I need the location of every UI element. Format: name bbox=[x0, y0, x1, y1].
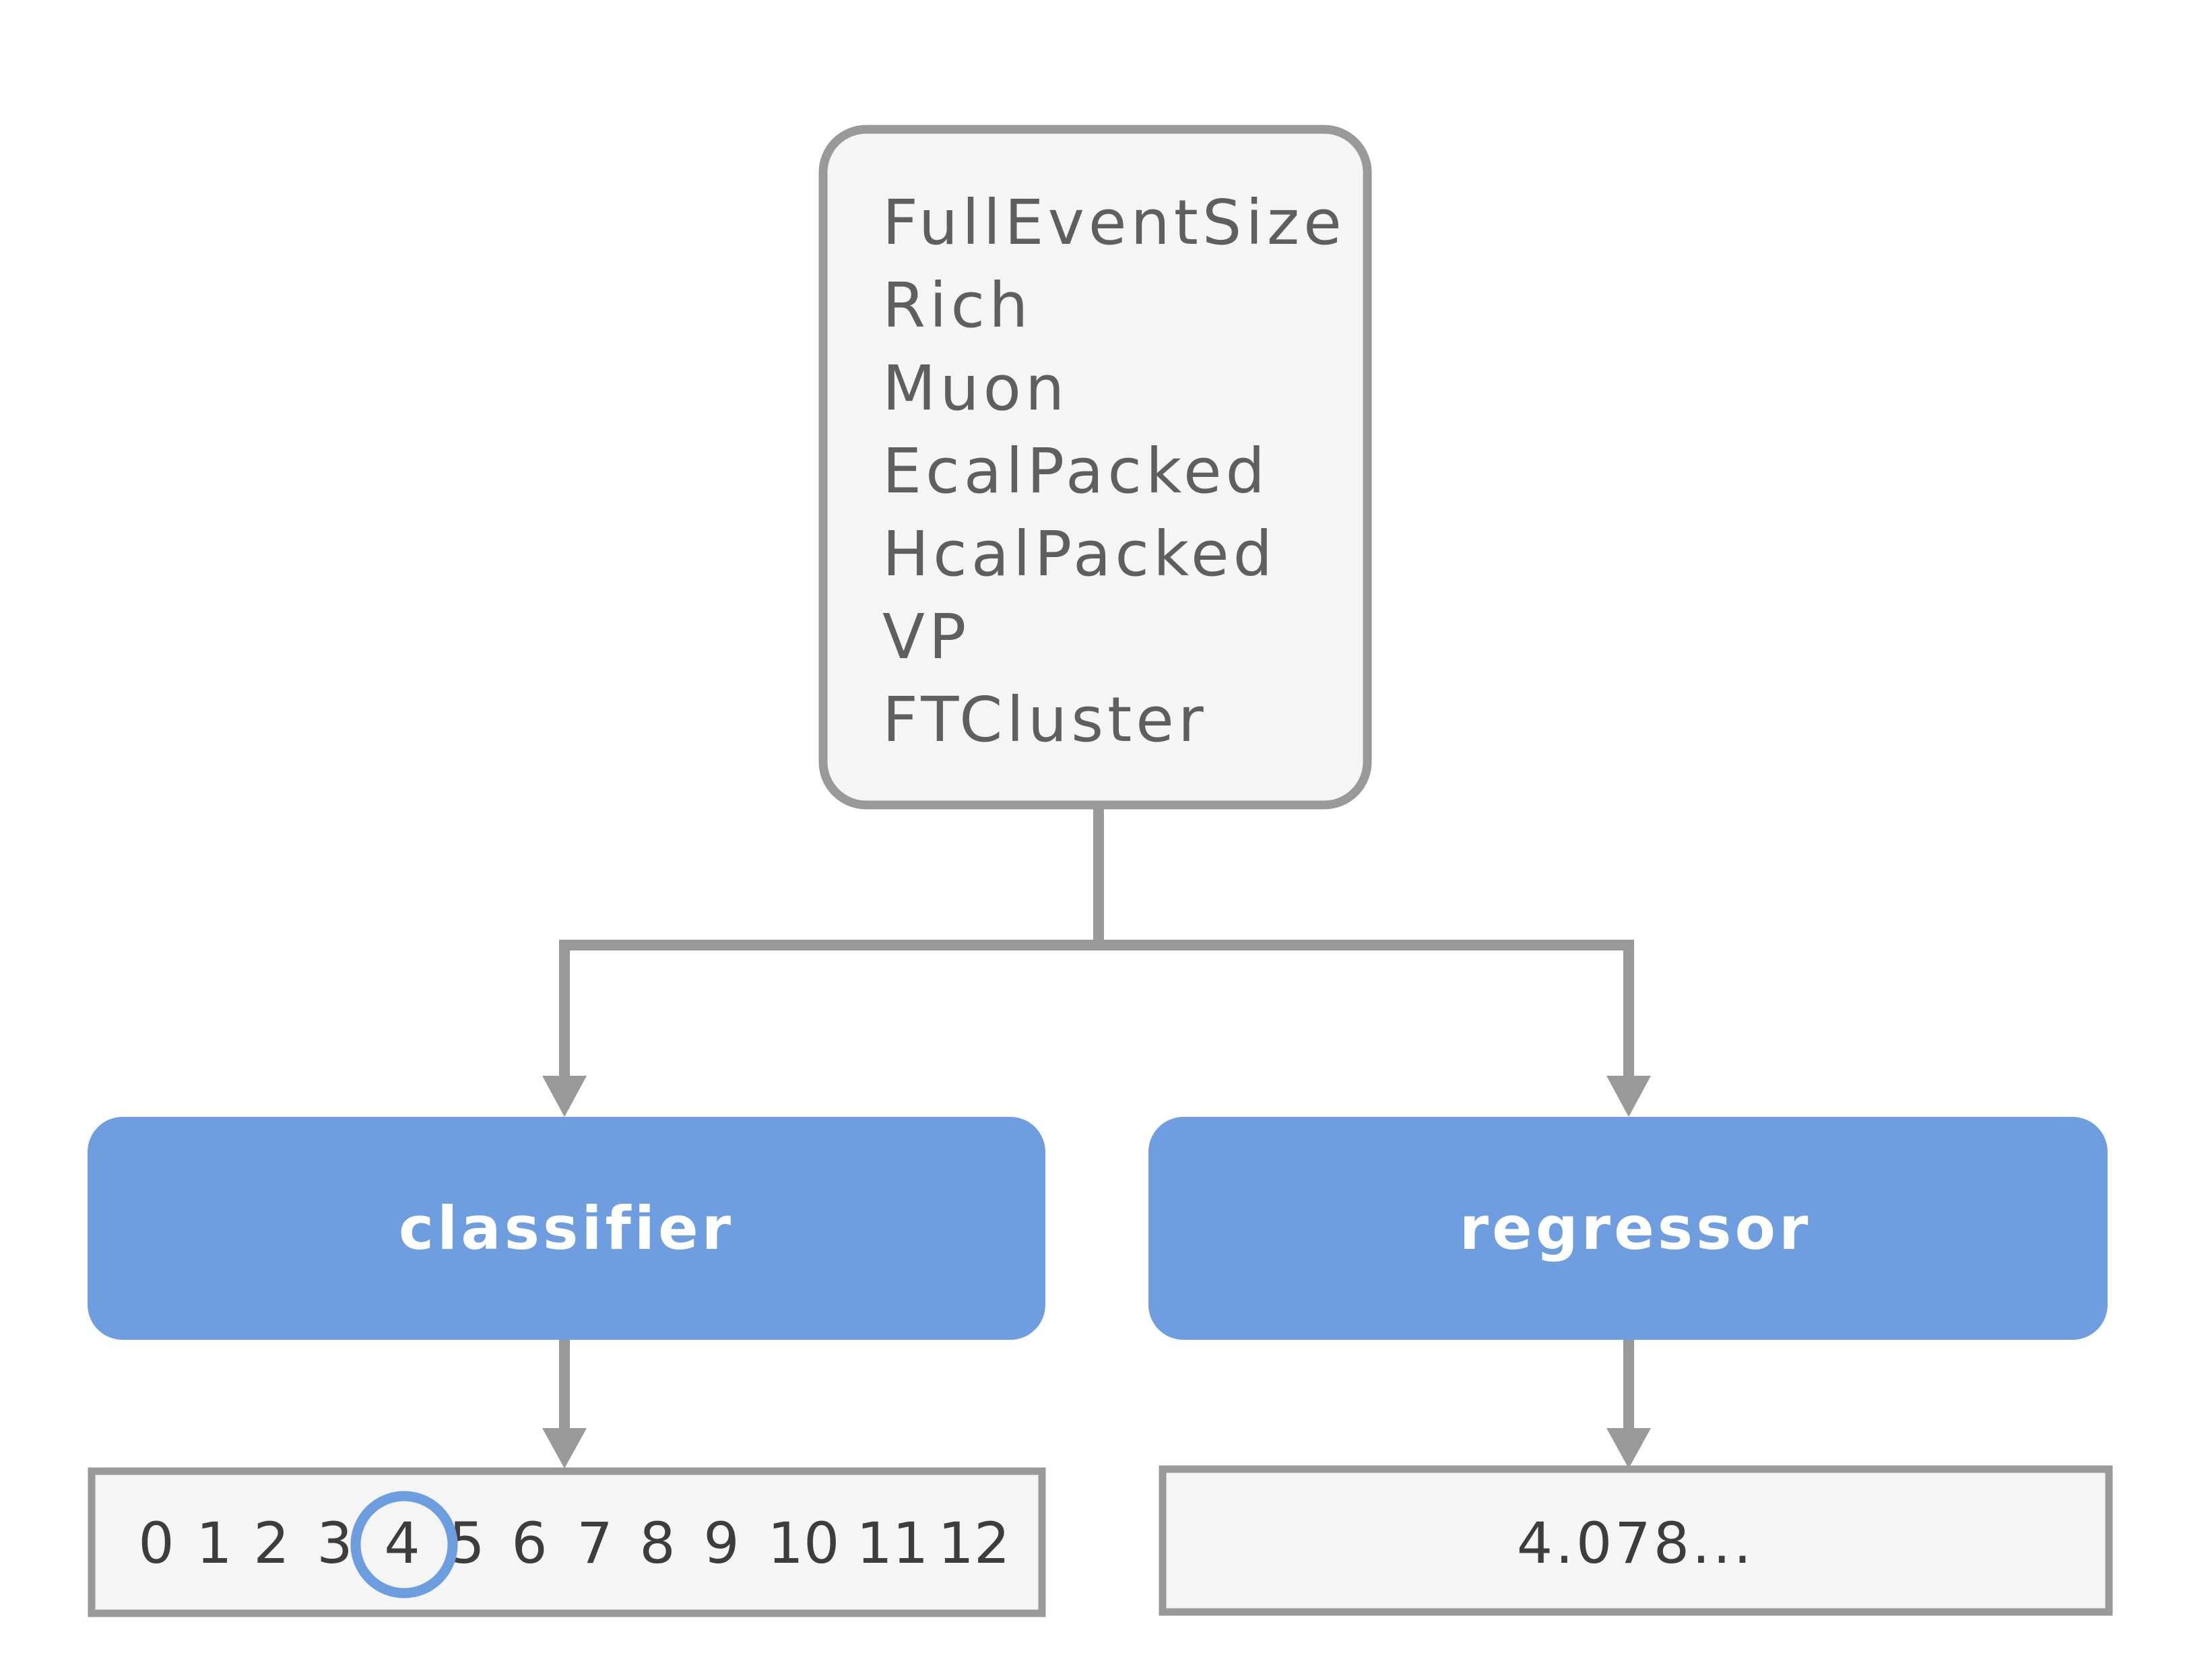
class-label: 9 bbox=[703, 1510, 739, 1576]
arrow-to-classes-head bbox=[542, 1428, 587, 1468]
branch-connector bbox=[559, 805, 1634, 1078]
class-labels: 0 1 2 3 4 5 6 7 8 9 10 11 12 bbox=[138, 1510, 1010, 1576]
feature-label: EcalPacked bbox=[882, 435, 1269, 507]
arrow-to-regressor-head bbox=[1606, 1076, 1651, 1117]
feature-label: HcalPacked bbox=[882, 518, 1276, 590]
arrow-to-classifier-head bbox=[542, 1076, 587, 1117]
class-label: 1 bbox=[196, 1510, 232, 1576]
regressor-box bbox=[1148, 1117, 2108, 1340]
classifier-label: classifier bbox=[399, 1194, 734, 1263]
feature-label: Rich bbox=[882, 269, 1032, 342]
class-label: 11 bbox=[857, 1510, 929, 1576]
class-label: 4 bbox=[384, 1510, 420, 1576]
selected-class-highlight bbox=[350, 1491, 458, 1598]
feature-label: Muon bbox=[882, 352, 1068, 424]
class-label: 0 bbox=[138, 1510, 174, 1576]
regressor-label: regressor bbox=[1460, 1194, 1812, 1263]
classifier-box bbox=[88, 1117, 1045, 1340]
class-label: 7 bbox=[577, 1510, 612, 1576]
value-output-box bbox=[1159, 1465, 2113, 1616]
class-label: 8 bbox=[639, 1510, 675, 1576]
class-label: 12 bbox=[938, 1510, 1010, 1576]
feature-list: FullEventSize Rich Muon EcalPacked HcalP… bbox=[882, 187, 1346, 756]
class-label: 6 bbox=[511, 1510, 547, 1576]
regressor-value: 4.078... bbox=[1517, 1510, 1755, 1576]
class-label: 2 bbox=[253, 1510, 289, 1576]
output-arrows bbox=[559, 1340, 1634, 1431]
feature-label: FTCluster bbox=[882, 684, 1208, 756]
class-label: 10 bbox=[768, 1510, 840, 1576]
feature-label: FullEventSize bbox=[882, 187, 1346, 259]
arrow-to-value-head bbox=[1606, 1428, 1651, 1468]
class-label: 3 bbox=[317, 1510, 352, 1576]
class-output-box bbox=[88, 1467, 1046, 1617]
feature-label: VP bbox=[882, 601, 970, 673]
